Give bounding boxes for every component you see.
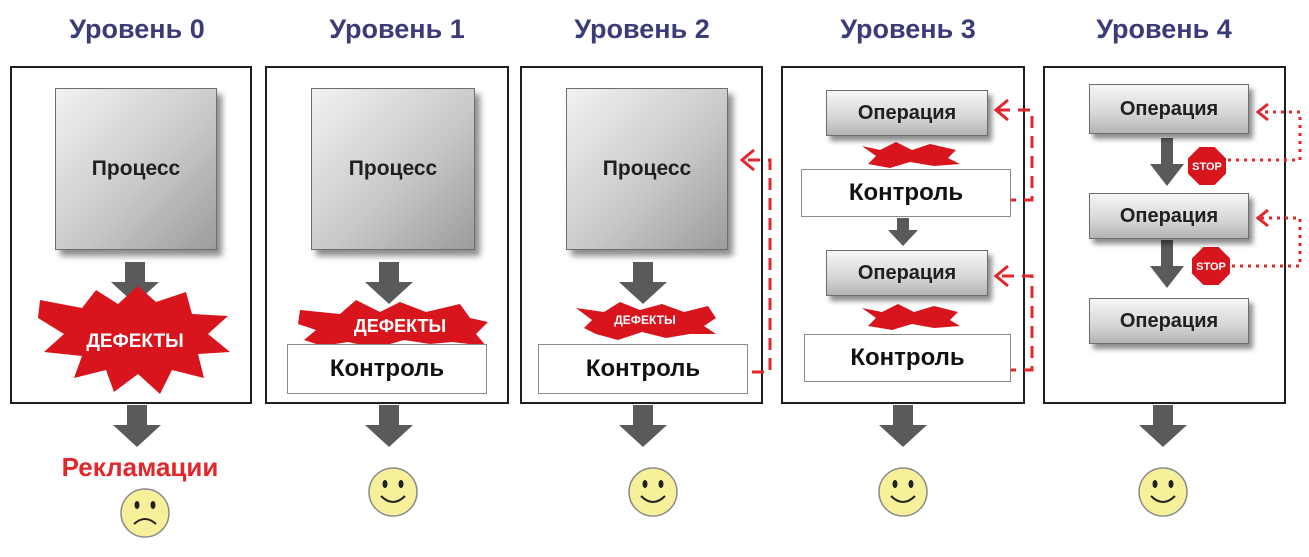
level-3-control-2: Контроль (804, 334, 1011, 382)
happy-face-icon-1 (368, 467, 418, 517)
output-arrow-0 (113, 405, 161, 447)
level-3-flow-arrow (888, 218, 918, 246)
happy-face-icon-2 (628, 467, 678, 517)
stop-sign-2-text: STOP (1196, 261, 1226, 273)
defects-burst-3a (862, 142, 960, 168)
level-1-control: Контроль (287, 344, 487, 394)
level-0-defects-label: ДЕФЕКТЫ (86, 331, 184, 352)
output-arrow-1 (365, 405, 413, 447)
stop-sign-1: STOP (1186, 145, 1228, 187)
complaints-label: Рекламации (61, 452, 219, 482)
level-2-control: Контроль (538, 344, 748, 394)
stop-sign-1-text: STOP (1192, 161, 1222, 173)
process-arrow-1 (365, 262, 413, 304)
level-2-defects-label: ДЕФЕКТЫ (614, 313, 676, 327)
level-2-process: Процесс (566, 88, 728, 250)
output-arrow-4 (1139, 405, 1187, 447)
level-3-operation-2: Операция (826, 250, 988, 296)
level-4-flow-arrow-1 (1150, 138, 1184, 186)
defects-burst-0 (38, 286, 230, 394)
level-3-title: Уровень 3 (840, 14, 976, 44)
level-0-title: Уровень 0 (69, 14, 205, 44)
level-4-operation-1: Операция (1089, 84, 1249, 134)
output-arrow-3 (879, 405, 927, 447)
defects-burst-2 (576, 302, 716, 340)
level-1-process: Процесс (311, 88, 475, 250)
level-4-operation-3: Операция (1089, 298, 1249, 344)
happy-face-icon-4 (1138, 467, 1188, 517)
feedback-loop-4a (1228, 102, 1302, 162)
happy-face-icon-3 (878, 467, 928, 517)
level-4-flow-arrow-2 (1150, 240, 1184, 288)
level-4-operation-2: Операция (1089, 193, 1249, 239)
level-4-title: Уровень 4 (1096, 14, 1232, 44)
level-1-defects-label: ДЕФЕКТЫ (353, 316, 447, 336)
sad-face-icon (120, 488, 170, 538)
process-arrow-2 (619, 262, 667, 304)
level-1-title: Уровень 1 (329, 14, 465, 44)
feedback-loop-2 (732, 148, 772, 374)
level-3-control-1: Контроль (801, 169, 1011, 217)
level-0-process: Процесс (55, 88, 217, 250)
stop-sign-2: STOP (1190, 245, 1232, 287)
defects-burst-3b (862, 304, 960, 330)
defects-burst-1 (298, 300, 488, 348)
level-2-title: Уровень 2 (574, 14, 710, 44)
output-arrow-2 (619, 405, 667, 447)
level-3-operation-1: Операция (826, 90, 988, 136)
feedback-loop-4b (1232, 208, 1302, 268)
